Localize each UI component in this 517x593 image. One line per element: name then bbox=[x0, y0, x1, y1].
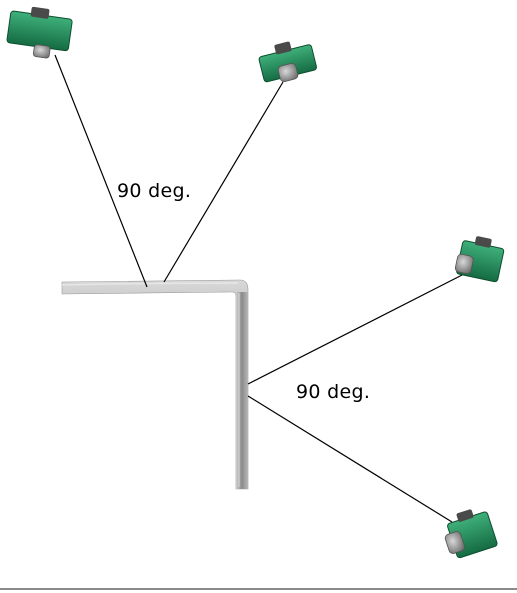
sight-line-top-right bbox=[163, 81, 284, 283]
angle-bracket bbox=[61, 279, 249, 490]
sight-lines bbox=[54, 54, 467, 523]
camera-icon bbox=[6, 6, 73, 59]
sight-line-top-left bbox=[54, 54, 148, 288]
angle-label-top: 90 deg. bbox=[117, 180, 192, 202]
camera-icon bbox=[258, 41, 317, 83]
angle-label-right: 90 deg. bbox=[296, 381, 371, 403]
sight-line-right-lower bbox=[247, 395, 453, 523]
bottom-divider bbox=[0, 588, 517, 590]
sight-line-right-upper bbox=[247, 272, 467, 385]
camera-icon bbox=[444, 509, 498, 559]
camera-icon bbox=[454, 236, 505, 283]
